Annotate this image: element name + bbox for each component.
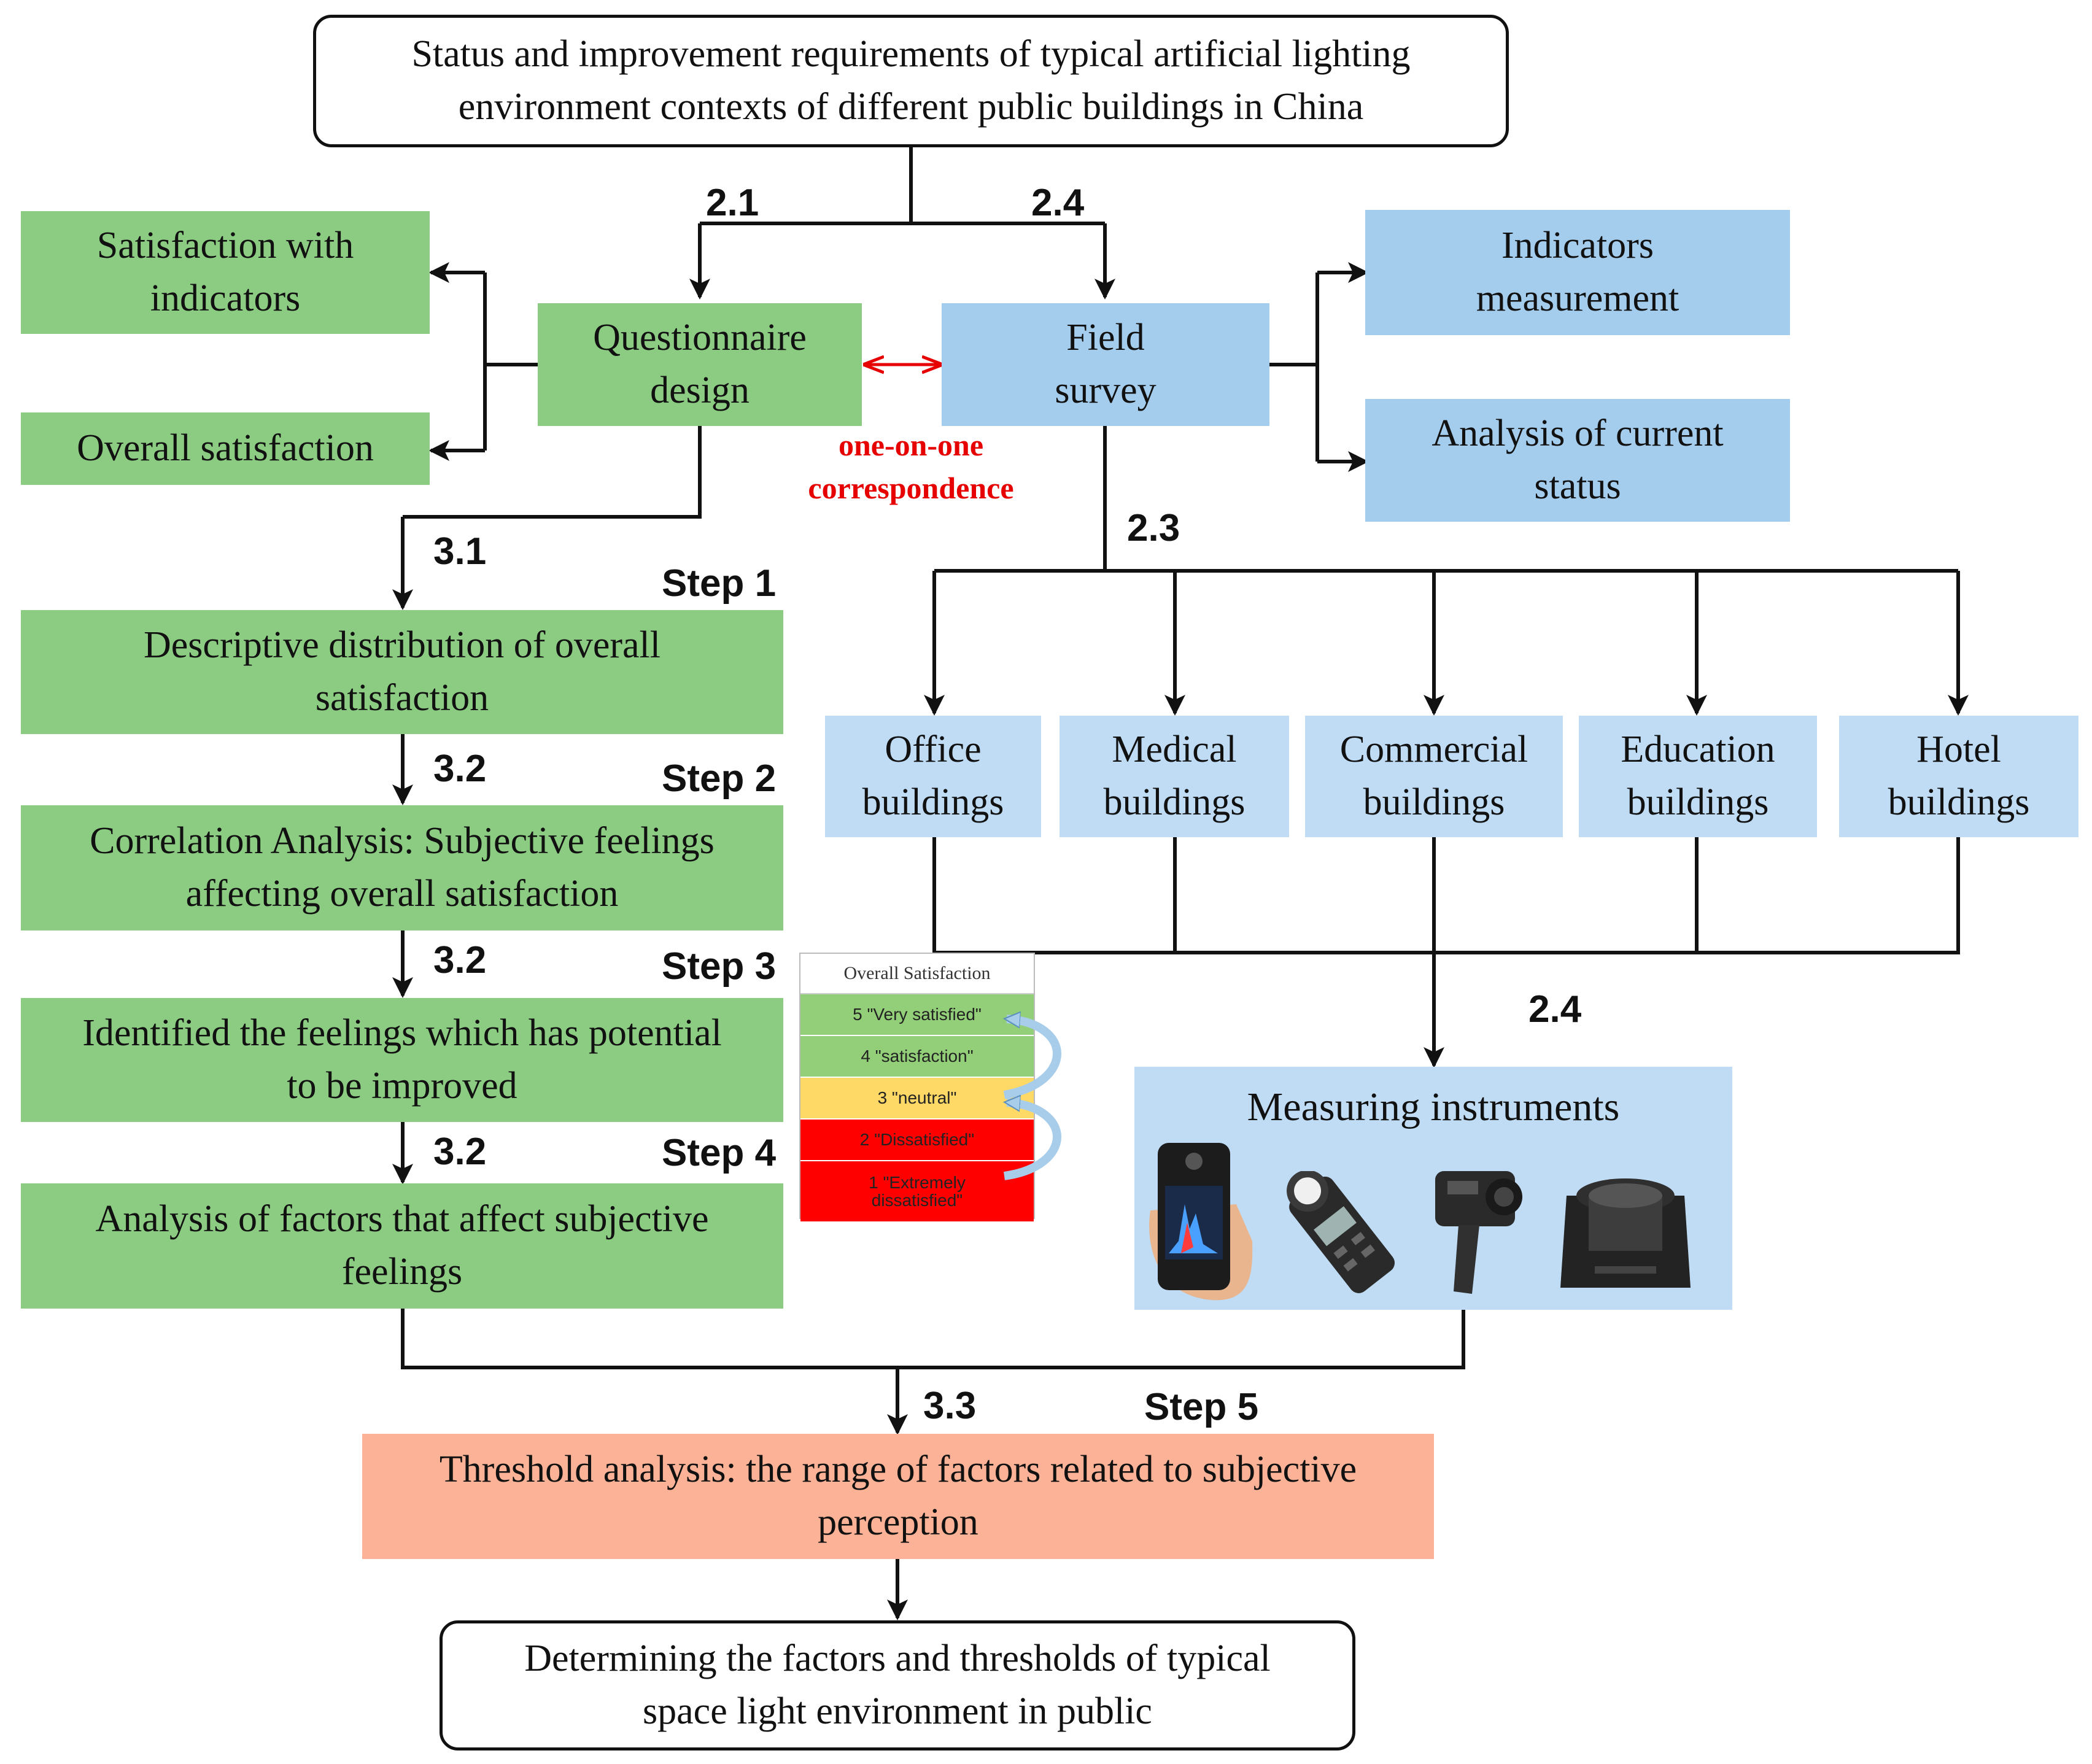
scale-row-label: 4 "satisfaction" bbox=[861, 1046, 974, 1066]
connector-questionnaire-down bbox=[403, 426, 702, 519]
medical-buildings-box: Medical buildings bbox=[1060, 716, 1289, 837]
correspondence-label: one-on-one correspondence bbox=[808, 428, 1014, 505]
label-2-3: 2.3 bbox=[1127, 507, 1180, 549]
step2-box: Correlation Analysis: Subjective feeling… bbox=[21, 805, 783, 930]
analysis-current-box: Analysis of current status bbox=[1365, 399, 1790, 522]
overall-sat-box: Overall satisfaction bbox=[21, 412, 430, 485]
scale-row-3: 3 "neutral" bbox=[800, 1078, 1034, 1120]
connector-buildings-bottom bbox=[932, 837, 1960, 954]
instruments-title: Measuring instruments bbox=[1247, 1085, 1620, 1129]
measuring-instruments-box: Measuring instruments bbox=[1134, 1067, 1732, 1310]
commercial-buildings-box: Commercial buildings bbox=[1305, 716, 1563, 837]
label-2-1: 2.1 bbox=[706, 182, 759, 224]
label-3-2-b: 3.2 bbox=[433, 939, 487, 981]
education-buildings-box: Education buildings bbox=[1579, 716, 1817, 837]
label-step3: Step 3 bbox=[662, 945, 777, 988]
scale-row-label: 5 "Very satisfied" bbox=[853, 1005, 982, 1024]
label-3-2-a: 3.2 bbox=[433, 748, 487, 790]
scale-row-1: 1 "Extremely dissatisfied" bbox=[800, 1161, 1034, 1223]
hotel-buildings-box: Hotel buildings bbox=[1839, 716, 2078, 837]
label-step1: Step 1 bbox=[662, 562, 777, 605]
scale-row-4: 4 "satisfaction" bbox=[800, 1036, 1034, 1078]
satisfaction-scale: Overall Satisfaction 5 "Very satisfied" … bbox=[799, 953, 1035, 1223]
step3-box: Identified the feelings which has potent… bbox=[21, 998, 783, 1122]
scale-row-label: 1 "Extremely bbox=[869, 1172, 966, 1192]
scale-row-label: 2 "Dissatisfied" bbox=[859, 1130, 975, 1149]
label-step2: Step 2 bbox=[662, 757, 777, 800]
label-3-2-c: 3.2 bbox=[433, 1131, 487, 1173]
scale-title: Overall Satisfaction bbox=[800, 954, 1034, 994]
final-box: Determining the factors and thresholds o… bbox=[440, 1620, 1355, 1750]
label-3-1: 3.1 bbox=[433, 530, 487, 573]
scale-row-label: 3 "neutral" bbox=[877, 1088, 957, 1107]
label-2-4-bottom: 2.4 bbox=[1528, 988, 1582, 1031]
connector-step4-down bbox=[401, 1309, 1465, 1369]
step4-box: Analysis of factors that affect subjecti… bbox=[21, 1183, 783, 1309]
scale-row-5: 5 "Very satisfied" bbox=[800, 994, 1034, 1036]
sat-indicators-box: Satisfaction with indicators bbox=[21, 211, 430, 334]
scale-row-label-2: dissatisfied" bbox=[871, 1191, 963, 1210]
threshold-box: Threshold analysis: the range of factors… bbox=[362, 1434, 1434, 1559]
luminance-meter-icon bbox=[1435, 1171, 1522, 1294]
label-3-3: 3.3 bbox=[923, 1385, 977, 1427]
illuminance-meter-icon bbox=[1287, 1171, 1395, 1293]
field-survey-box: Field survey bbox=[942, 303, 1269, 426]
label-step5: Step 5 bbox=[1144, 1386, 1259, 1428]
scale-row-2: 2 "Dissatisfied" bbox=[800, 1120, 1034, 1161]
questionnaire-box: Questionnaire design bbox=[538, 303, 862, 426]
office-buildings-box: Office buildings bbox=[825, 716, 1041, 837]
spectrometer-icon bbox=[1149, 1143, 1253, 1301]
flicker-meter-icon bbox=[1560, 1178, 1691, 1288]
indicators-measurement-box: Indicators measurement bbox=[1365, 210, 1790, 335]
top-box: Status and improvement requirements of t… bbox=[313, 15, 1509, 147]
label-2-4-top: 2.4 bbox=[1031, 182, 1085, 224]
step1-box: Descriptive distribution of overall sati… bbox=[21, 610, 783, 734]
label-step4: Step 4 bbox=[662, 1132, 777, 1174]
